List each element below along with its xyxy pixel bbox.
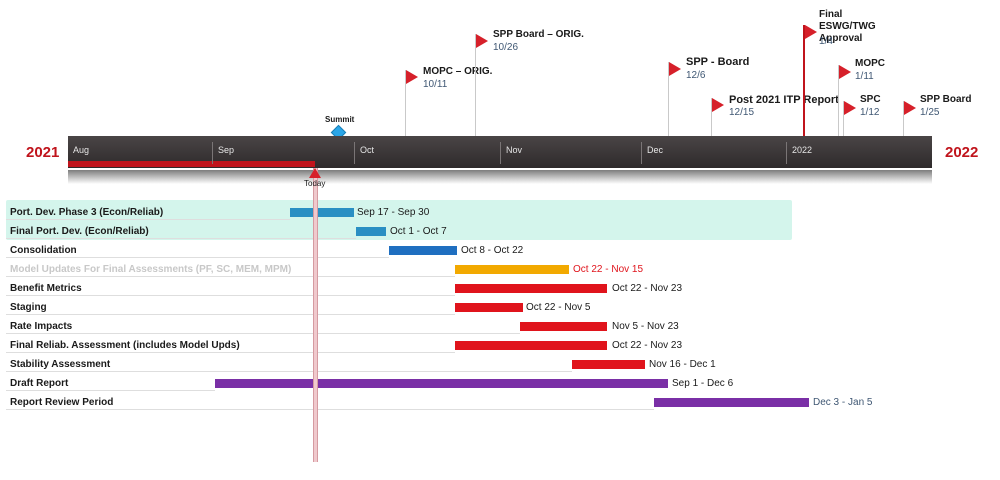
task-bar[interactable] xyxy=(455,265,569,274)
milestone-title: MOPC – ORIG. xyxy=(423,66,493,77)
task-bar[interactable] xyxy=(455,284,607,293)
milestone-date: 1/11 xyxy=(855,71,874,82)
milestone-pole xyxy=(803,25,805,136)
year-end-label: 2022 xyxy=(945,144,979,161)
row-guide xyxy=(6,371,572,372)
today-line xyxy=(313,168,318,462)
flag-icon xyxy=(669,62,681,76)
task-bar[interactable] xyxy=(572,360,645,369)
flag-icon xyxy=(904,101,916,115)
task-label: Consolidation xyxy=(10,245,77,256)
milestone-date: 1/12 xyxy=(860,107,880,118)
flag-icon xyxy=(805,25,817,39)
today-marker-icon xyxy=(309,168,321,178)
milestone-pole xyxy=(838,65,839,136)
task-range: Oct 22 - Nov 23 xyxy=(612,340,683,351)
milestone-title: MOPC xyxy=(855,58,885,69)
task-range: Nov 16 - Dec 1 xyxy=(649,359,716,370)
year-start-label: 2021 xyxy=(26,144,60,161)
milestone-title: SPP Board – ORIG. xyxy=(493,29,584,40)
task-range: Oct 22 - Nov 23 xyxy=(612,283,683,294)
row-guide xyxy=(6,314,455,315)
month-divider xyxy=(212,142,213,164)
milestone-title: SPP - Board xyxy=(686,56,750,68)
task-label: Staging xyxy=(10,302,47,313)
flag-icon xyxy=(844,101,856,115)
flag-icon xyxy=(839,65,851,79)
task-bar[interactable] xyxy=(654,398,809,407)
milestone-date: 1/25 xyxy=(920,107,940,118)
task-range: Oct 1 - Oct 7 xyxy=(390,226,447,237)
row-guide xyxy=(6,238,356,239)
milestone-pole xyxy=(711,98,712,136)
task-range: Sep 17 - Sep 30 xyxy=(357,207,430,218)
task-range: Oct 22 - Nov 15 xyxy=(573,264,644,275)
milestone-date: 12/6 xyxy=(686,70,706,81)
milestone-pole xyxy=(903,101,904,136)
month-divider xyxy=(500,142,501,164)
milestone-date: 12/15 xyxy=(729,107,755,118)
milestone-title: SPC xyxy=(860,94,881,105)
task-label: Final Port. Dev. (Econ/Reliab) xyxy=(10,226,149,237)
task-bar[interactable] xyxy=(455,341,607,350)
flag-icon xyxy=(712,98,724,112)
task-bar[interactable] xyxy=(356,227,386,236)
task-range: Oct 22 - Nov 5 xyxy=(526,302,591,313)
task-label: Final Reliab. Assessment (includes Model… xyxy=(10,340,240,351)
row-guide xyxy=(6,352,455,353)
task-range: Dec 3 - Jan 5 xyxy=(813,397,873,408)
milestone-title: SPP Board xyxy=(920,94,972,105)
row-guide xyxy=(6,257,389,258)
summit-label: Summit xyxy=(325,115,355,124)
flag-icon xyxy=(476,34,488,48)
task-label: Rate Impacts xyxy=(10,321,73,332)
milestone-date: 10/11 xyxy=(423,79,448,90)
milestone-date: 10/26 xyxy=(493,42,519,53)
phase-highlight xyxy=(6,200,792,240)
task-label: Model Updates For Final Assessments (PF,… xyxy=(10,264,292,275)
task-range: Nov 5 - Nov 23 xyxy=(612,321,679,332)
milestone-pole xyxy=(843,101,844,136)
milestone-pole xyxy=(405,70,406,136)
month-divider xyxy=(786,142,787,164)
task-label: Draft Report xyxy=(10,378,69,389)
milestone-date: 1/4 xyxy=(819,36,833,47)
task-bar[interactable] xyxy=(215,379,668,388)
row-guide xyxy=(6,390,215,391)
row-guide xyxy=(6,219,290,220)
row-guide xyxy=(6,276,455,277)
task-bar[interactable] xyxy=(455,303,523,312)
milestone-title: Final ESWG/TWG Approval xyxy=(819,9,876,44)
today-label: Today xyxy=(304,179,326,188)
month-divider xyxy=(641,142,642,164)
row-guide xyxy=(6,295,455,296)
task-label: Benefit Metrics xyxy=(10,283,82,294)
row-guide xyxy=(6,409,654,410)
month-label: 2022 xyxy=(792,145,813,155)
flag-icon xyxy=(406,70,418,84)
month-label: Dec xyxy=(647,145,664,155)
task-label: Stability Assessment xyxy=(10,359,111,370)
month-divider xyxy=(354,142,355,164)
task-bar[interactable] xyxy=(520,322,607,331)
task-range: Oct 8 - Oct 22 xyxy=(461,245,524,256)
task-bar[interactable] xyxy=(389,246,457,255)
row-guide xyxy=(6,333,520,334)
milestone-pole xyxy=(475,34,476,136)
month-label: Sep xyxy=(218,145,235,155)
elapsed-progress-bar xyxy=(68,161,315,167)
task-label: Report Review Period xyxy=(10,397,114,408)
timeline-axis-shadow xyxy=(68,170,932,184)
month-label: Oct xyxy=(360,145,375,155)
month-label: Nov xyxy=(506,145,523,155)
milestone-title: Post 2021 ITP Report xyxy=(729,94,839,106)
task-label: Port. Dev. Phase 3 (Econ/Reliab) xyxy=(10,207,164,218)
task-range: Sep 1 - Dec 6 xyxy=(672,378,734,389)
milestone-pole xyxy=(668,62,669,136)
month-label: Aug xyxy=(73,145,90,155)
task-bar[interactable] xyxy=(290,208,354,217)
